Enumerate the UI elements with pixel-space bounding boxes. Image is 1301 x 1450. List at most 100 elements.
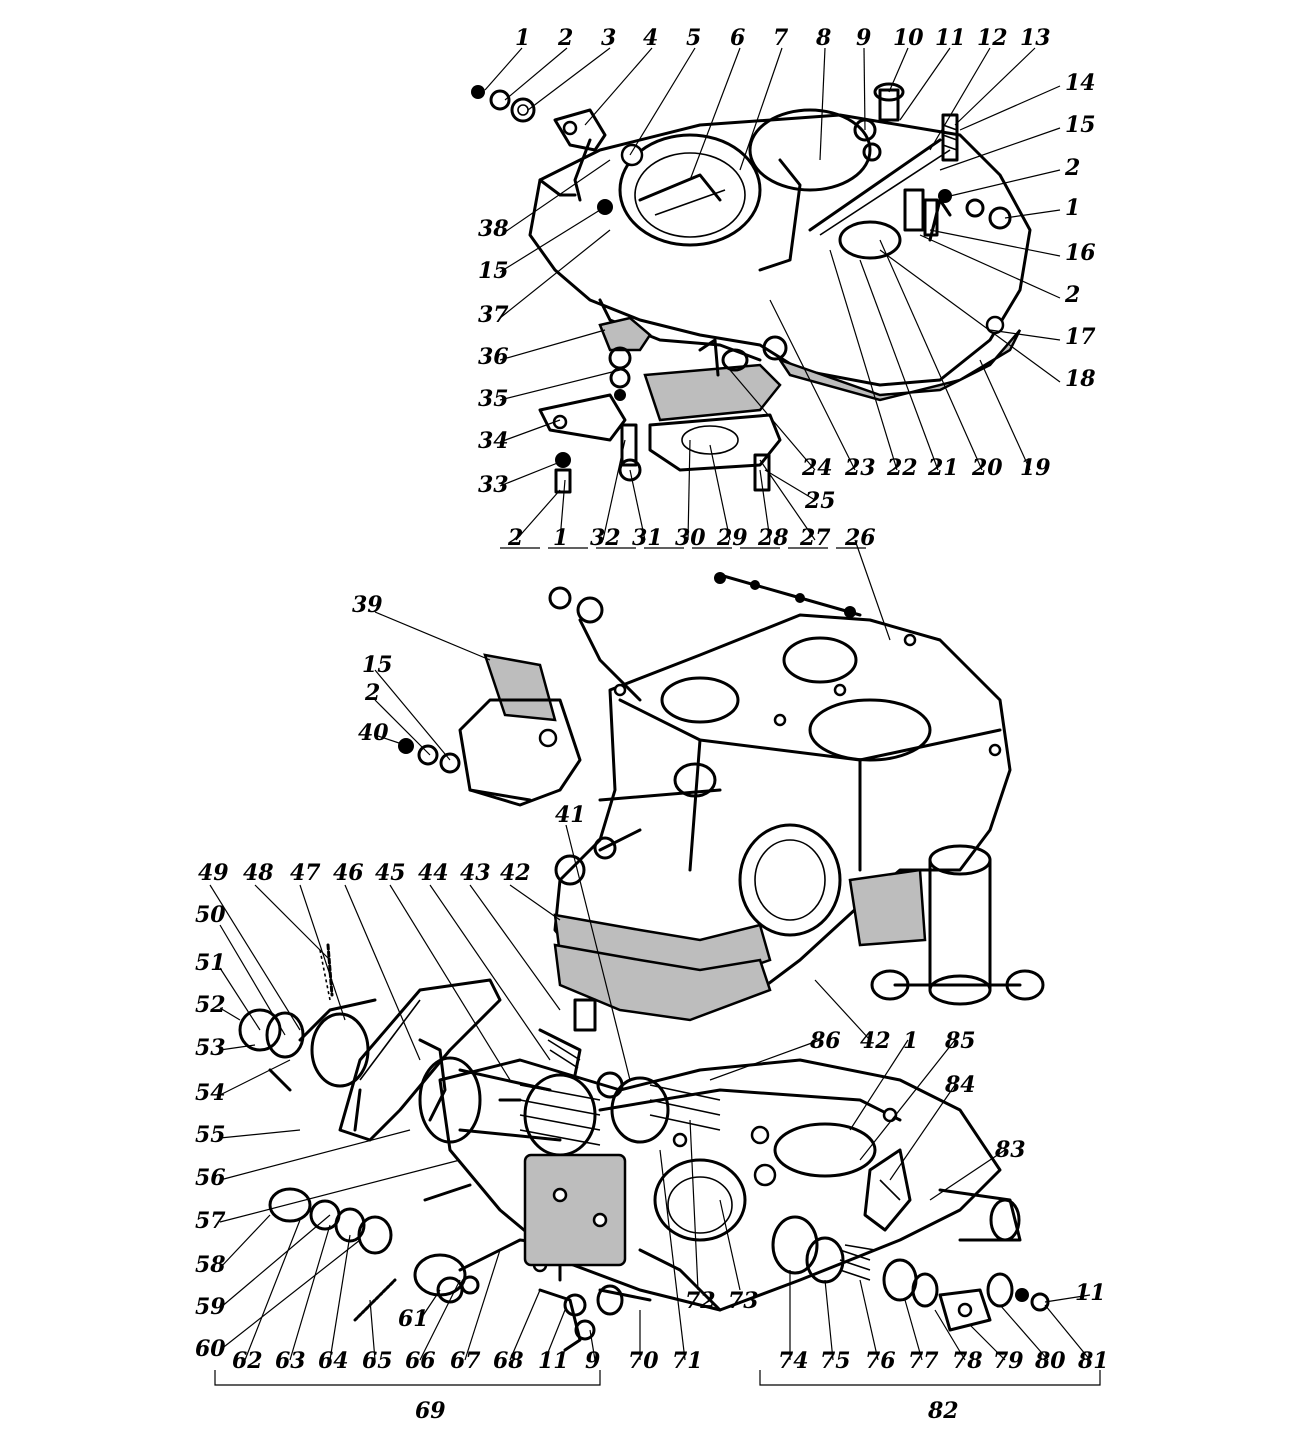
label-70: 70 [628,1348,659,1374]
label-30: 30 [675,525,706,551]
top-right-small-parts [853,82,1012,237]
label-64: 64 [318,1348,349,1374]
carburetor-cover [528,108,1032,402]
label-54: 54 [195,1080,226,1106]
label-7: 7 [773,25,789,51]
label-78: 78 [952,1348,983,1374]
label-83: 83 [994,1137,1026,1163]
label-11-bottom: 11 [538,1348,569,1374]
label-56: 56 [195,1165,226,1191]
choke-diaphragm-assembly [238,943,721,1352]
label-46: 46 [333,860,364,886]
label-49: 49 [198,860,229,886]
label-63: 63 [275,1348,306,1374]
label-15-mid: 15 [362,652,393,678]
label-84: 84 [944,1072,976,1098]
label-1-right: 1 [1065,195,1080,221]
label-45: 45 [375,860,406,886]
label-28: 28 [757,525,789,551]
label-36: 36 [478,344,509,370]
label-11-top: 11 [935,25,966,51]
label-67: 67 [450,1348,481,1374]
label-12: 12 [977,25,1008,51]
label-53: 53 [195,1035,226,1061]
label-33: 33 [478,472,509,498]
label-15-right: 15 [1065,112,1096,138]
label-20: 20 [971,455,1003,481]
label-72: 72 [685,1288,716,1314]
label-57: 57 [195,1208,226,1234]
label-42-right: 42 [860,1028,891,1054]
label-2-right-b: 2 [1064,282,1080,308]
label-13: 13 [1020,25,1051,51]
label-21: 21 [927,455,959,481]
label-47: 47 [290,860,321,886]
label-11-right: 11 [1075,1280,1106,1306]
part-number-labels: 1 2 3 4 5 6 7 8 9 10 11 12 13 14 15 2 1 … [195,25,1109,1424]
idle-mixture-screw-group [771,1215,1050,1332]
label-42-mid: 42 [500,860,531,886]
label-25: 25 [804,488,836,514]
label-80: 80 [1034,1348,1066,1374]
label-26: 26 [844,525,876,551]
label-2-top: 2 [557,25,573,51]
label-41: 41 [555,802,586,828]
label-76: 76 [865,1348,896,1374]
label-17: 17 [1065,324,1096,350]
label-39: 39 [352,592,383,618]
label-group-82: 82 [927,1398,959,1424]
top-left-small-parts [471,85,613,215]
label-55: 55 [195,1122,226,1148]
label-14: 14 [1065,70,1096,96]
label-68: 68 [493,1348,524,1374]
label-23: 23 [844,455,876,481]
throttle-lever-linkage [548,572,862,702]
label-19: 19 [1020,455,1051,481]
label-79: 79 [993,1348,1024,1374]
label-24: 24 [801,455,833,481]
label-2-mid: 2 [364,680,380,706]
label-43: 43 [460,860,491,886]
label-15-left: 15 [478,258,509,284]
label-65: 65 [362,1348,393,1374]
label-9-bottom: 9 [585,1348,600,1374]
leader-lines [209,47,1101,1386]
label-73: 73 [728,1288,759,1314]
label-77: 77 [908,1348,939,1374]
vacuum-fitting [863,1148,912,1232]
label-31: 31 [632,525,663,551]
label-1-right-lower: 1 [903,1028,918,1054]
label-52: 52 [195,992,226,1018]
label-85: 85 [944,1028,976,1054]
label-48: 48 [243,860,274,886]
label-4: 4 [643,25,658,51]
label-16: 16 [1065,240,1096,266]
label-44: 44 [418,860,449,886]
label-group-69: 69 [415,1398,446,1424]
label-58: 58 [195,1252,226,1278]
label-66: 66 [405,1348,436,1374]
accelerator-pump-cover [398,653,582,807]
label-40: 40 [358,720,389,746]
label-1-bottom: 1 [553,525,568,551]
label-62: 62 [232,1348,263,1374]
label-61: 61 [398,1306,429,1332]
label-51: 51 [195,950,226,976]
label-71: 71 [672,1348,703,1374]
label-3: 3 [601,25,616,51]
label-27: 27 [799,525,831,551]
label-35: 35 [478,386,509,412]
label-75: 75 [820,1348,851,1374]
label-37: 37 [478,302,509,328]
label-32: 32 [590,525,621,551]
label-22: 22 [886,455,918,481]
label-29: 29 [716,525,748,551]
label-86: 86 [809,1028,841,1054]
label-60: 60 [195,1336,226,1362]
label-34: 34 [478,428,509,454]
label-5: 5 [686,25,701,51]
label-18: 18 [1065,366,1096,392]
label-59: 59 [195,1294,226,1320]
